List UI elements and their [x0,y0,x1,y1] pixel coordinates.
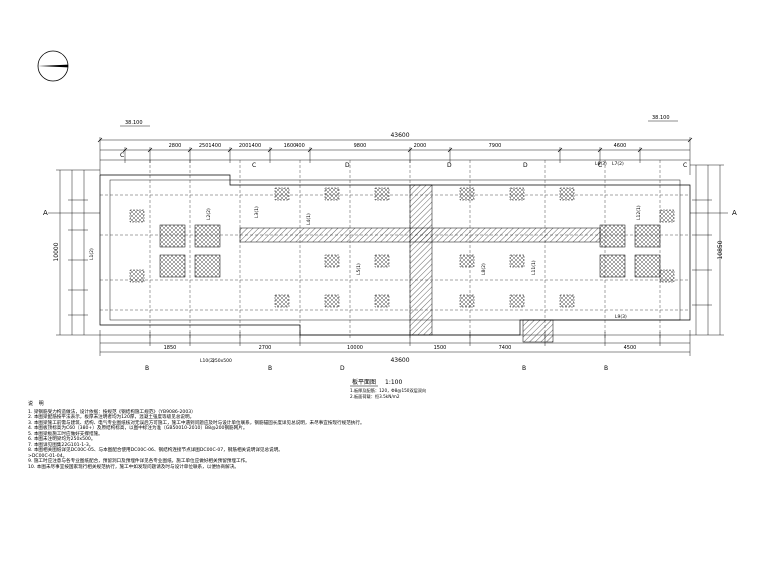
axis-top-5: D [523,162,528,169]
overall-dimension-bottom: 43600 [390,357,409,364]
notes-line: 9. 施工时应注意与各专业图纸配合，预留洞口及预埋件详见各专业图纸，施工单位应做… [28,459,250,465]
overall-dimension-top: 43600 [390,132,409,139]
right-dimension-chain [690,164,724,336]
bottom-seg-5: 7400 [499,345,512,351]
top-dimension-chain [99,137,691,175]
notes-line: 7. 本图详见图集22G101-1-3。 [28,442,94,448]
axis-bottom-1: B [145,365,149,372]
top-dimension-ticks [97,137,693,153]
axis-left: A [43,209,48,217]
right-total-dimension: 10850 [717,240,724,259]
beam-label: L1(2) [89,248,95,260]
axis-top-2: C [252,162,256,169]
beam-label: L4(1) [306,213,312,225]
axis-top-3: D [345,162,350,169]
plan-note-2: 2.板面荷载：恒3.5kN/m2 [350,393,400,400]
axis-right: A [732,209,737,217]
notes-line: 5. 本图梁板施工时应做好支撑措施。 [28,431,103,437]
elevation-right: 38.100 [652,115,670,121]
bottom-seg-1: 1850 [164,345,177,351]
elevation-left: 38.100 [125,120,143,126]
notes-line: 10. 本图未尽事宜按国家现行相关规范执行，施工中如发现问题请及时与设计单位联系… [28,465,239,471]
top-seg-9: 4600 [614,143,627,149]
plan-scale: 1:100 [385,379,402,386]
beam-label: L12(1) [636,205,642,220]
notes-line: 6. 本图未注明梁均为250x500。 [28,437,96,443]
axis-bottom-5: B [604,365,608,372]
slab-openings [159,224,661,278]
notes-line: 8. 本图相关图纸详见DC00C-05、与本图配合使用DC00C-06、钢结构连… [28,448,283,454]
notes-line: 1. 梁钢筋受力构造做法，设计依据：按规范《钢结构施工规范》（YB9086-20… [28,409,196,415]
plan-outline [99,174,691,336]
column-marks [129,187,675,308]
beam-label: L2(2) [206,208,212,220]
bottom-seg-4: 1500 [434,345,447,351]
axis-bottom-2: B [268,365,272,372]
left-total-dimension: 10000 [53,242,60,261]
beam-section-label: 250x500 [212,358,232,364]
bottom-seg-3: 10000 [347,345,363,351]
notes-line: 2. 本图梁配筋按平法表示，板厚未注明者均为120厚，混凝土强度等级见总说明。 [28,415,195,421]
notes-line: 4. 本图板顶标高为C60（380+）及原结构标高，以图中标注为准（GB5001… [28,426,248,432]
notes-heading: 说 明 [28,401,46,407]
top-seg-4: 1600 [284,143,297,149]
axis-top-7: C [683,162,687,169]
plan-note-1: 1.板厚及配筋：120，Φ8@150双层双向 [350,387,426,394]
top-seg-2: 2501400 [199,143,221,149]
top-seg-6: 9800 [354,143,367,149]
top-seg-7: 2000 [414,143,427,149]
plan-title: 板平面图 [352,378,376,386]
beam-label: L10(2) [200,358,215,364]
north-arrow-icon [37,50,69,82]
left-dimension-chain [56,169,100,336]
top-seg-1: 2800 [169,143,182,149]
beam-label: L5(1) [356,263,362,275]
beam-label: L9(3) [615,314,627,320]
axis-top-1: C [120,152,124,159]
notes-line: >DC00C-01-04。 [28,453,68,459]
axis-bottom-4: B [522,365,526,372]
axis-top-4: D [447,162,452,169]
beam-label: L7(2) [612,161,624,167]
beam-label: L6(3) [595,161,607,167]
beam-label: L3(1) [254,206,260,218]
bottom-seg-6: 4500 [624,345,637,351]
bottom-seg-2: 2700 [259,345,272,351]
axis-bottom-3: D [340,365,345,372]
beam-label: L11(1) [531,260,537,275]
general-notes: 说 明 1. 梁钢筋受力构造做法，设计依据：按规范《钢结构施工规范》（YB908… [28,401,628,471]
plan-gridlines [100,160,690,340]
notes-line: 3. 本图梁施工前需与建筑、结构、电气专业图纸核对无误后方可施工，施工中遇到问题… [28,420,365,426]
bottom-dimension-chain [99,330,691,356]
plan-title-block: 板平面图 1:100 1.板厚及配筋：120，Φ8@150双层双向 2.板面荷载… [350,378,426,400]
top-seg-8: 7900 [489,143,502,149]
beam-label: L8(2) [481,263,487,275]
top-seg-5: 400 [295,143,305,149]
axis-top-6: C [598,162,602,169]
hatched-beams [239,184,601,343]
beam-labels: L1(2) L2(2) L3(1) L4(1) L5(1) L6(3) L7(2… [89,161,642,364]
top-seg-3: 2001400 [239,143,261,149]
